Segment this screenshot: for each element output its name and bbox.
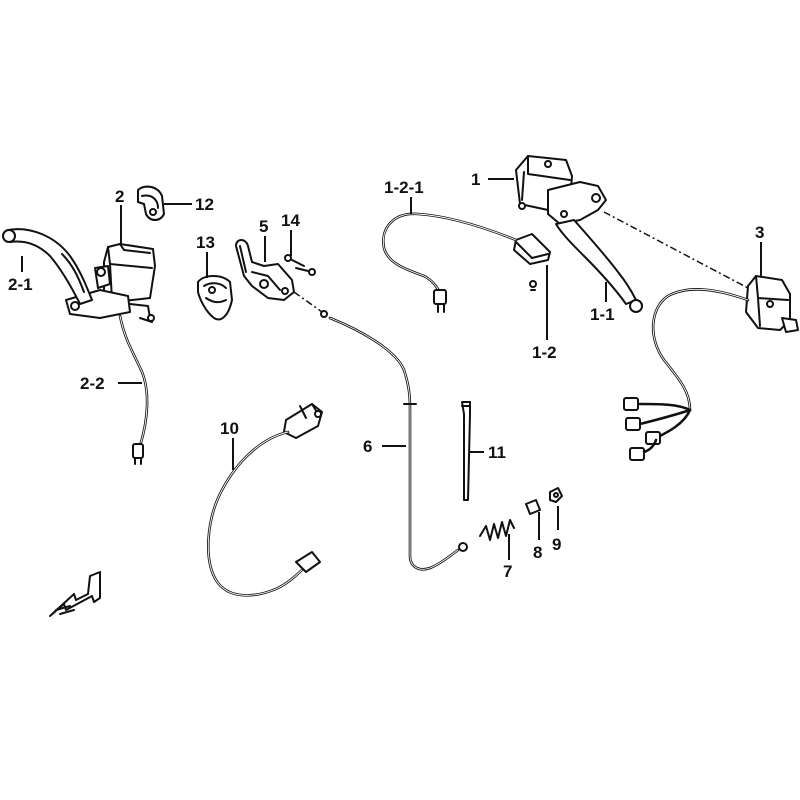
callout-1: 1 bbox=[471, 170, 480, 189]
callout-6: 6 bbox=[363, 437, 372, 456]
collar-part-8 bbox=[525, 499, 541, 515]
switch-wire-part-1-2-1 bbox=[382, 212, 518, 313]
switch-block-part-1-2 bbox=[513, 233, 551, 291]
callout-14: 14 bbox=[281, 211, 300, 230]
callout-2: 2 bbox=[115, 187, 124, 206]
callout-8: 8 bbox=[533, 543, 542, 562]
throttle-cable-part-10 bbox=[207, 403, 323, 597]
left-brake-lever-part-2-1 bbox=[2, 228, 93, 305]
right-master-cylinder-part-1 bbox=[515, 155, 607, 225]
callout-13: 13 bbox=[196, 233, 215, 252]
assembly-line-1-to-3 bbox=[603, 211, 749, 289]
cable-part-6 bbox=[320, 310, 468, 571]
cable-tie-part-11 bbox=[461, 401, 471, 501]
front-arrow-icon bbox=[49, 571, 101, 617]
callout-1-2: 1-2 bbox=[532, 343, 557, 362]
right-brake-lever-part-1-1 bbox=[555, 219, 643, 313]
nut-part-9 bbox=[549, 487, 563, 503]
left-switch-wire-part-2-2 bbox=[118, 314, 149, 465]
callout-2-1: 2-1 bbox=[8, 275, 33, 294]
callout-7: 7 bbox=[503, 562, 512, 581]
callout-12: 12 bbox=[195, 195, 214, 214]
bracket-clamp-part-12 bbox=[137, 185, 165, 221]
holder-clamp-part-13 bbox=[197, 275, 233, 321]
assembly-line-5-to-6 bbox=[293, 291, 323, 313]
callout-1-1: 1-1 bbox=[590, 305, 615, 324]
spring-part-7 bbox=[479, 519, 515, 541]
lever-bracket-part-5 bbox=[235, 239, 295, 301]
screw-part-14 bbox=[284, 254, 316, 276]
callout-11: 11 bbox=[488, 443, 506, 462]
callout-2-2: 2-2 bbox=[80, 374, 105, 393]
callout-9: 9 bbox=[552, 535, 561, 554]
callout-5: 5 bbox=[259, 217, 268, 236]
switch-housing-part-3 bbox=[745, 275, 799, 333]
switch-housing-wire-harness bbox=[623, 288, 750, 461]
callout-3: 3 bbox=[755, 223, 764, 242]
leader-lines bbox=[21, 178, 762, 560]
callout-1-2-1: 1-2-1 bbox=[384, 178, 424, 197]
callout-10: 10 bbox=[220, 419, 239, 438]
